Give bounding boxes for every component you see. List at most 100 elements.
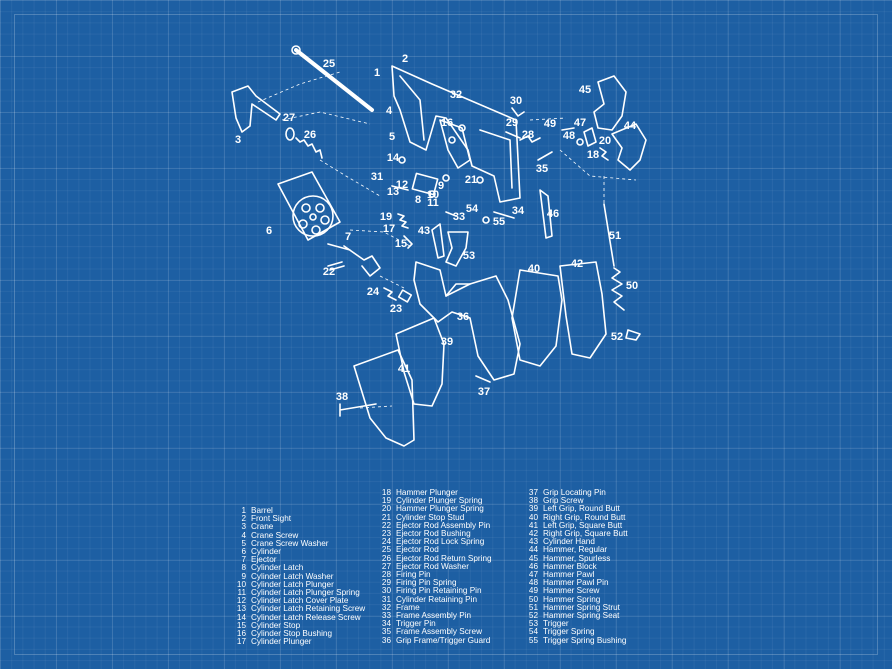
- legend-item-label: Front Sight: [251, 514, 292, 524]
- legend-item-label: Ejector: [251, 555, 277, 565]
- callout-number: 2: [402, 53, 408, 65]
- legend-item: 49 Hammer Screw: [522, 587, 662, 595]
- part-frame-assembly-pin: [445, 211, 457, 217]
- legend-item-label: Trigger Spring Bushing: [543, 635, 627, 645]
- callout-number: 37: [478, 386, 490, 398]
- callout-number: 45: [579, 84, 591, 96]
- legend-item-label: Cylinder Latch Plunger: [251, 579, 334, 589]
- legend-item-number: 7: [241, 555, 246, 565]
- callout-number: 44: [624, 120, 637, 132]
- legend-item: 43 Cylinder Hand: [522, 538, 662, 546]
- legend-item-label: Crane Screw: [251, 530, 299, 540]
- legend-item-label: Crane: [251, 522, 274, 532]
- part-frame: [391, 65, 521, 203]
- legend-item-label: Hammer Spring Strut: [543, 602, 620, 612]
- legend-item-number: 12: [236, 596, 246, 606]
- legend-item-label: Hammer Screw: [543, 586, 600, 596]
- part-ejector-rod-lock-spring: [383, 287, 397, 301]
- legend-item-number: 43: [528, 537, 538, 547]
- legend-item-label: Firing Pin Retaining Pin: [396, 586, 482, 596]
- legend-item-number: 33: [381, 611, 391, 621]
- part-hammer-screw: [561, 127, 575, 131]
- part-right-grip-square: [559, 261, 607, 359]
- part-cylinder-stop-stud: [476, 176, 484, 184]
- legend-item-number: 4: [241, 530, 246, 540]
- part-crane: [231, 85, 281, 133]
- legend-item-number: 2: [241, 514, 246, 524]
- legend-item-number: 40: [528, 512, 538, 522]
- part-hammer-spurless: [593, 75, 627, 131]
- legend-item-label: Hammer, Regular: [543, 545, 608, 555]
- legend-item-number: 16: [236, 629, 246, 639]
- callout-number: 48: [563, 130, 575, 142]
- callout-number: 9: [438, 180, 444, 192]
- part-trigger-spring-bushing: [482, 216, 490, 224]
- legend-item-number: 13: [236, 604, 246, 614]
- legend-item-label: Firing Pin Spring: [396, 578, 457, 588]
- callout-number: 6: [266, 225, 272, 237]
- part-ejector-rod-washer: [285, 127, 295, 141]
- part-hammer-regular: [611, 123, 647, 171]
- callout-number: 47: [574, 117, 586, 129]
- legend-item-number: 48: [528, 578, 538, 588]
- legend-item-number: 29: [381, 578, 391, 588]
- part-left-grip-square: [353, 349, 415, 447]
- legend-item-number: 39: [528, 504, 538, 514]
- part-ejector-rod: [291, 45, 374, 112]
- legend-item-number: 8: [241, 563, 246, 573]
- legend-item-number: 15: [236, 620, 246, 630]
- callout-number: 51: [609, 230, 621, 242]
- callout-number: 53: [463, 250, 475, 262]
- legend-item-label: Hammer Plunger Spring: [396, 504, 484, 514]
- part-left-grip-round: [395, 317, 445, 407]
- legend-item-number: 1: [241, 506, 246, 515]
- part-trigger: [445, 231, 469, 267]
- legend-item-label: Cylinder Hand: [543, 537, 595, 547]
- legend-item-label: Hammer Spring Seat: [543, 611, 620, 621]
- legend-item-label: Firing Pin: [396, 570, 431, 580]
- legend-item-number: 49: [528, 586, 538, 596]
- legend-item: 8 Cylinder Latch: [230, 564, 375, 572]
- legend-item-number: 52: [528, 611, 538, 621]
- legend-item-label: Frame: [396, 602, 420, 612]
- part-firing-pin-spring: [519, 135, 541, 143]
- legend-item-number: 36: [381, 635, 391, 645]
- legend-item-number: 10: [236, 579, 246, 589]
- callout-number: 16: [441, 117, 453, 129]
- legend-item-label: Cylinder Latch Washer: [251, 571, 334, 581]
- part-hammer-spring-seat: [625, 329, 641, 341]
- legend-item-label: Trigger: [543, 619, 569, 629]
- part-frame-assembly-screw: [537, 151, 553, 161]
- part-grip-screw: [339, 403, 377, 417]
- legend-item: 2 Front Sight: [230, 514, 375, 524]
- legend-item: 7 Ejector: [230, 556, 375, 564]
- legend-item-label: Ejector Rod: [396, 545, 439, 555]
- callout-number: 50: [626, 280, 638, 292]
- legend-item-label: Cylinder Retaining Pin: [396, 594, 478, 604]
- legend-item-label: Cylinder Latch: [251, 563, 304, 573]
- callout-number: 11: [427, 197, 439, 209]
- legend-item-label: Right Grip, Round Butt: [543, 512, 626, 522]
- part-cylinder-latch-group: [391, 156, 450, 249]
- callout-number: 15: [395, 238, 407, 250]
- part-firing-pin: [505, 107, 525, 139]
